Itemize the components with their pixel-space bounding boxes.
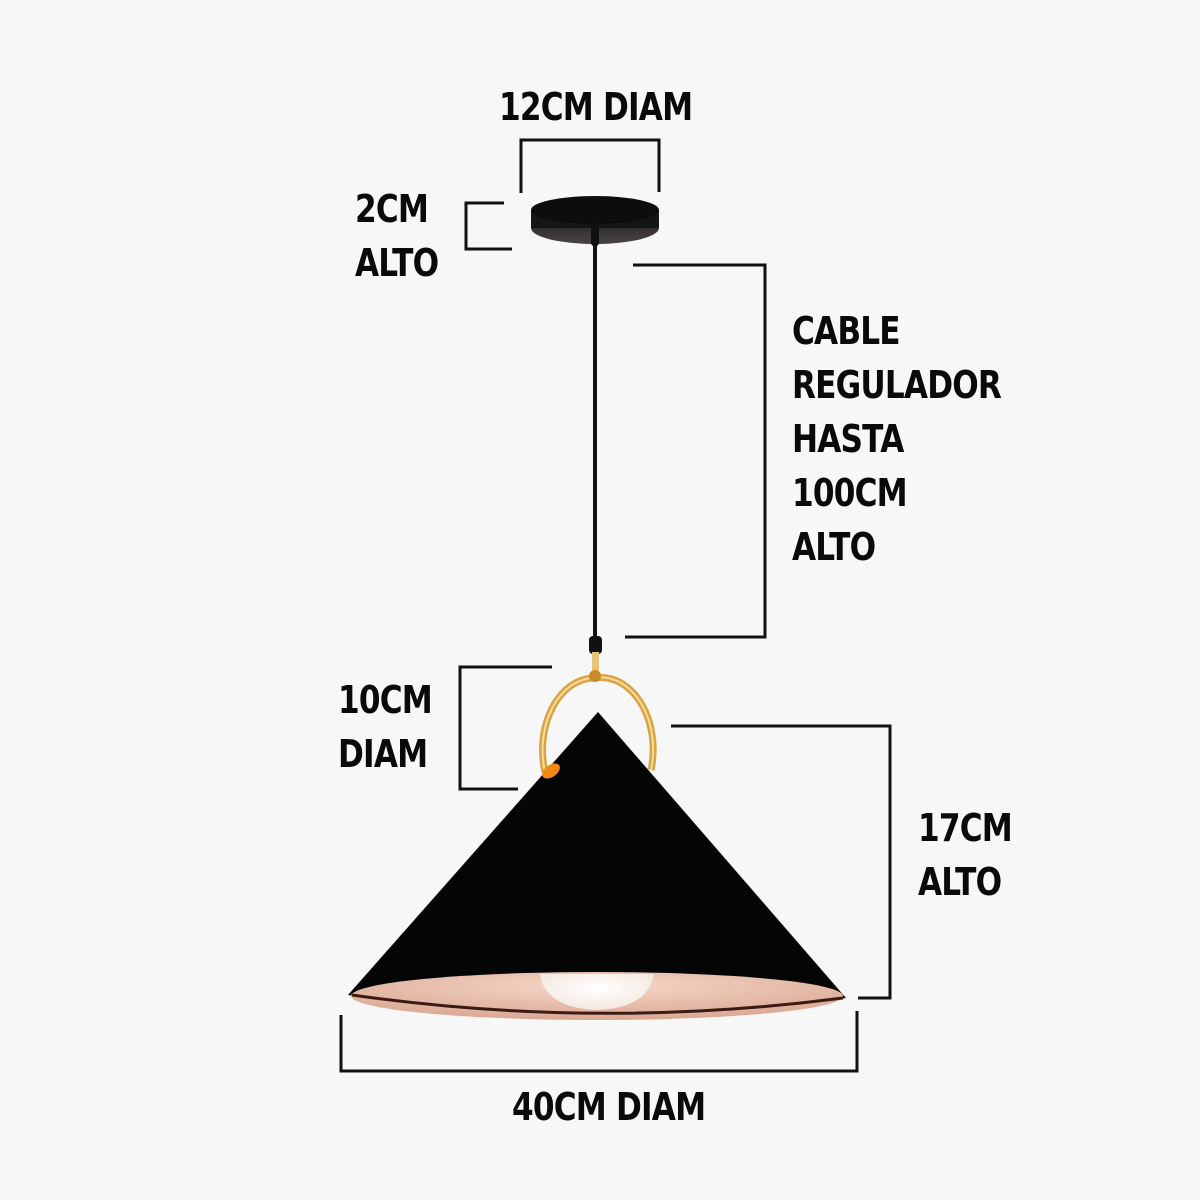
- cable-line-5: ALTO: [792, 525, 876, 569]
- canopy-height-value: 2CM: [355, 187, 429, 231]
- canopy-diameter-label: 12CM DIAM: [499, 80, 693, 134]
- shade-height-label: 17CM ALTO: [918, 801, 1013, 909]
- gold-ring: [539, 670, 657, 773]
- canopy-height-label: 2CM ALTO: [355, 182, 439, 290]
- canopy-diameter-text: 12CM DIAM: [499, 85, 693, 129]
- ceiling-canopy: [531, 196, 659, 246]
- canopy-height-unit: ALTO: [355, 241, 439, 285]
- ring-diameter-bracket: [458, 665, 552, 791]
- ring-diameter-unit: DIAM: [338, 732, 428, 776]
- shade-diameter-bracket: [339, 1011, 859, 1073]
- shade-height-bracket: [671, 724, 892, 1000]
- ring-diameter-value: 10CM: [338, 678, 433, 722]
- canopy-height-bracket: [464, 201, 512, 251]
- cable-line-2: REGULADOR: [792, 363, 1002, 407]
- cable-label: CABLE REGULADOR HASTA 100CM ALTO: [792, 304, 1002, 574]
- cone-shade: [348, 712, 846, 1020]
- cable-connector: [589, 636, 602, 672]
- cable-line-4: 100CM: [792, 471, 908, 515]
- cable-length-bracket: [625, 263, 767, 639]
- canopy-diameter-bracket: [519, 138, 661, 193]
- cable-line-3: HASTA: [792, 417, 904, 461]
- ring-diameter-label: 10CM DIAM: [338, 673, 433, 781]
- shade-height-unit: ALTO: [918, 860, 1002, 904]
- shade-height-value: 17CM: [918, 806, 1013, 850]
- cable-line-1: CABLE: [792, 309, 901, 353]
- shade-diameter-text: 40CM DIAM: [512, 1085, 706, 1129]
- shade-diameter-label: 40CM DIAM: [512, 1080, 706, 1134]
